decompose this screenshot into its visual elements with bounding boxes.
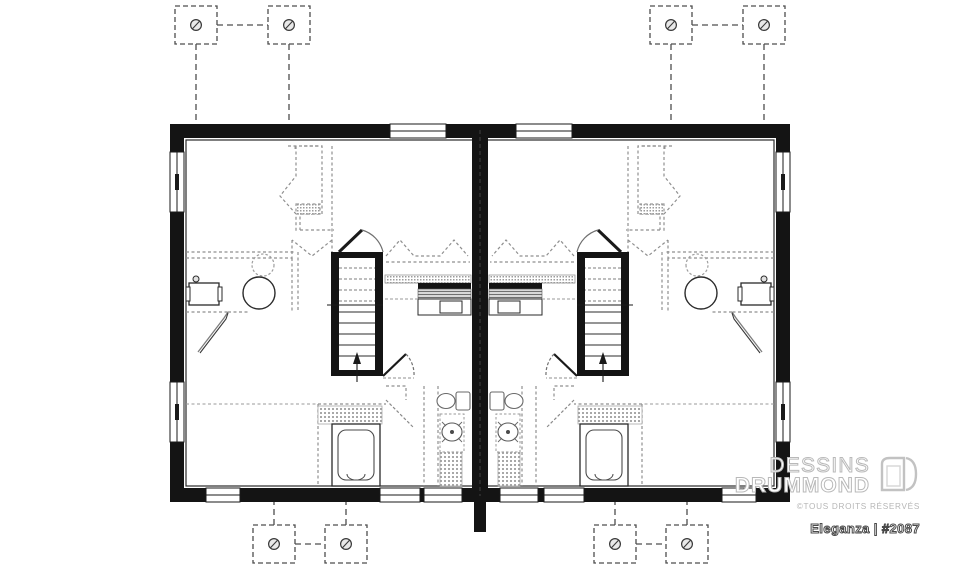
window-bottom — [721, 487, 757, 503]
door-stair-top-left — [337, 228, 384, 254]
window-right — [775, 151, 791, 213]
stairs-icon — [577, 258, 633, 382]
furnace-icon — [737, 275, 775, 306]
party-wall — [472, 124, 488, 532]
window-openings — [169, 123, 791, 503]
brand-logo-row: DESSINS DRUMMOND — [730, 452, 920, 499]
window-bottom — [423, 487, 463, 503]
tile-floor-hatch — [317, 405, 383, 425]
right-unit — [488, 145, 775, 487]
tile-floor-hatch — [439, 449, 463, 487]
door-swing-mechanical-right — [731, 311, 763, 354]
floor-drain-icon — [685, 253, 709, 277]
tile-floor-hatch — [577, 405, 643, 425]
footing-markers-bottom — [252, 502, 709, 564]
door-swing-bathroom-right — [545, 399, 575, 429]
mechanical-room-right — [661, 251, 774, 313]
bathtub-icon — [579, 423, 629, 487]
toilet-icon — [489, 391, 524, 411]
dashed-detail-left — [186, 146, 318, 405]
window-top — [515, 123, 573, 139]
window-left — [169, 151, 185, 213]
floor-drain-icon — [251, 253, 275, 277]
door-logo-icon — [876, 452, 920, 499]
brand-rights-text: ©TOUS DROITS RÉSERVÉS — [796, 502, 920, 511]
shelving-icon — [488, 274, 576, 316]
door-stair-top-right — [576, 228, 623, 254]
toilet-icon — [436, 391, 471, 411]
window-right — [775, 381, 791, 443]
brand-line-dessins: DESSINS — [769, 454, 870, 478]
ceiling-zigzag-right — [490, 239, 575, 263]
door-swing-bathroom-left — [385, 399, 415, 429]
tile-floor-hatch — [497, 449, 521, 487]
sink-icon — [439, 413, 465, 453]
shelving-icon — [384, 274, 472, 316]
furnace-icon — [185, 275, 223, 306]
brand-watermark: DESSINS DRUMMOND ©TOUS DROITS RÉSERVÉS — [730, 452, 920, 511]
left-unit — [185, 145, 472, 487]
plan-title-caption: Eleganza | #2087 — [810, 521, 920, 537]
footing-markers-top — [174, 5, 786, 124]
water-heater-icon — [684, 276, 718, 310]
door-swing-mechanical-left — [197, 311, 229, 354]
sink-icon — [495, 413, 521, 453]
dashed-detail-right — [642, 146, 774, 405]
mechanical-room-left — [186, 251, 299, 313]
window-bottom — [543, 487, 585, 503]
window-bottom — [379, 487, 421, 503]
bathtub-icon — [331, 423, 381, 487]
water-heater-icon — [242, 276, 276, 310]
brand-wordmark: DESSINS DRUMMOND — [734, 454, 870, 497]
stairs-icon — [327, 258, 383, 382]
door-stair-bottom-right — [545, 353, 578, 379]
window-left — [169, 381, 185, 443]
window-top — [389, 123, 447, 139]
brand-line-drummond: DRUMMOND — [734, 473, 870, 497]
window-bottom — [205, 487, 241, 503]
ceiling-zigzag-left — [385, 239, 470, 263]
window-bottom — [499, 487, 539, 503]
door-stair-bottom-left — [382, 353, 415, 379]
